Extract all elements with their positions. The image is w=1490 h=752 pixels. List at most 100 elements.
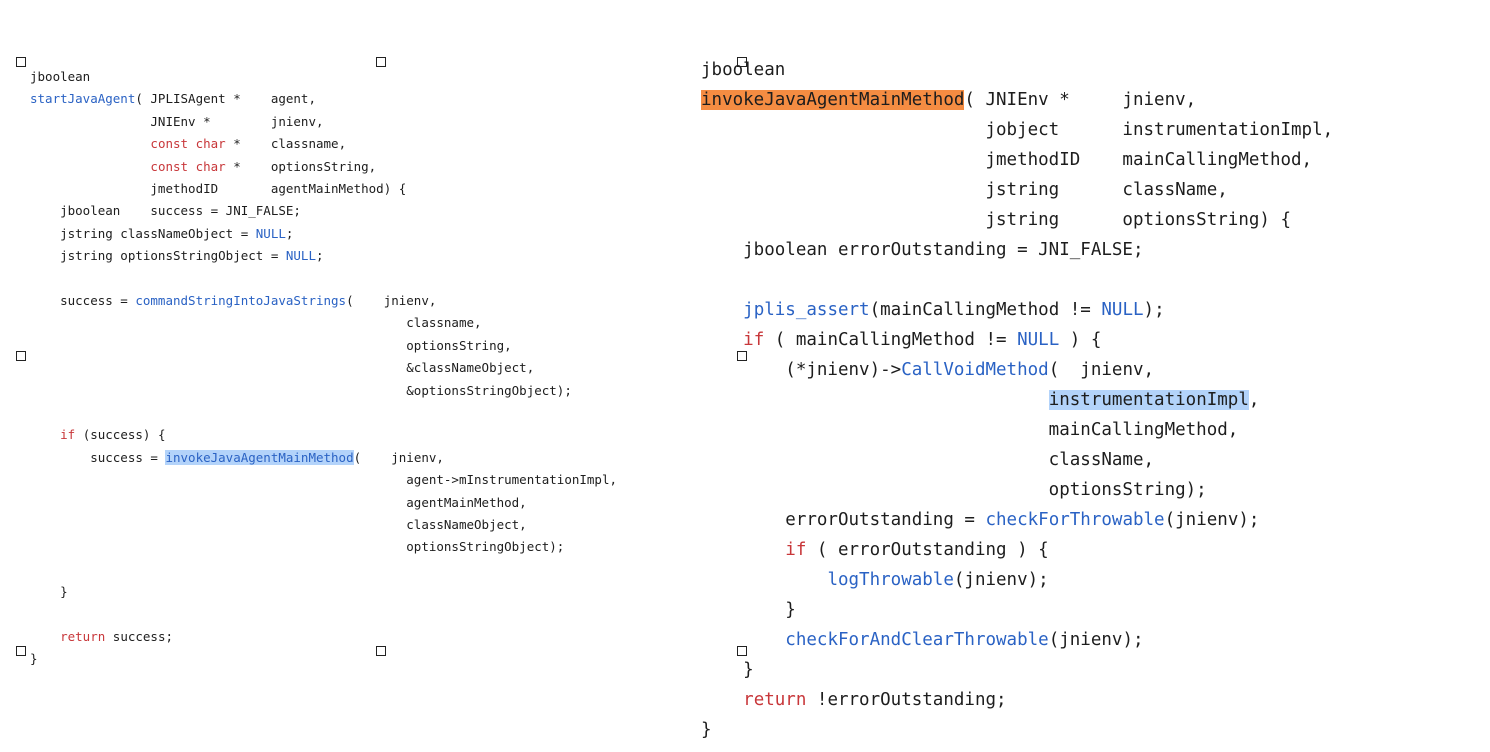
code-line: &classNameObject, [30,357,534,379]
code-token: NULL [1017,330,1060,350]
code-text: ; [285,225,294,241]
code-token: NULL [1101,300,1144,320]
code-token: const char [150,158,226,174]
code-line: } [30,648,38,670]
code-token: if [60,427,76,443]
code-line: JNIEnv * jnienv, [30,111,324,133]
code-text: jstring className, [701,180,1228,200]
code-line: errorOutstanding = checkForThrowable(jni… [701,505,1259,535]
selection-handle-top-left[interactable] [737,57,747,67]
code-text [701,330,743,350]
code-text: } [701,600,796,620]
code-line: jboolean [701,55,785,85]
code-text: mainCallingMethod, [701,420,1239,440]
code-text: optionsStringObject); [30,539,565,555]
code-text: ( JPLISAgent * agent, [135,91,316,107]
code-text: JNIEnv * jnienv, [30,113,324,129]
code-text: ( jnienv, [346,293,437,308]
code-line: if ( errorOutstanding ) { [701,535,1049,565]
code-text: &classNameObject, [30,360,535,376]
code-text [30,427,60,442]
code-text: jboolean [30,69,91,84]
code-token: instrumentationImpl [1048,390,1249,410]
code-text: (success) { [75,427,166,443]
code-token: invokeJavaAgentMainMethod [701,90,965,110]
code-line: agent->mInstrumentationImpl, [30,469,617,491]
code-line: const char * classname, [30,133,346,155]
code-line: (*jnienv)->CallVoidMethod( jnienv, [701,355,1154,385]
code-text: ); [1143,300,1165,320]
code-text: ( errorOutstanding ) { [806,540,1049,560]
code-text: success = [30,293,136,308]
code-line: checkForAndClearThrowable(jnienv); [701,625,1144,655]
selection-handle-top-right[interactable] [376,57,386,67]
code-token: logThrowable [827,570,954,590]
code-line: jstring classNameObject = NULL; [30,223,293,245]
code-text: success; [105,629,173,644]
code-text: jboolean [701,60,786,80]
code-line: &optionsStringObject); [30,380,572,402]
code-text: jmethodID agentMainMethod) { [30,181,407,196]
code-text: ( jnienv, [1048,360,1155,380]
code-text: agentMainMethod, [30,494,527,510]
selection-handle-middle-left[interactable] [16,351,26,361]
code-text: } [701,660,754,680]
code-line: } [701,655,754,685]
code-token: NULL [255,225,286,241]
code-text: optionsString, [30,337,512,353]
code-text: ( jnienv, [353,449,444,465]
code-text: optionsString); [701,480,1207,500]
code-line: success = commandStringIntoJavaStrings( … [30,290,436,312]
code-line: jboolean errorOutstanding = JNI_FALSE; [701,235,1143,265]
code-text: classname, [30,315,482,331]
code-line: className, [701,445,1154,475]
code-line: if (success) { [30,424,165,446]
code-text: jobject instrumentationImpl, [701,120,1334,140]
code-text: ( mainCallingMethod != [764,330,1018,350]
code-text: (*jnienv)-> [701,360,902,380]
code-text: className, [701,450,1155,470]
code-text: } [30,651,38,667]
code-text: * optionsString, [225,158,377,174]
code-line: optionsString); [701,475,1207,505]
code-text: classNameObject, [30,517,527,532]
code-text: &optionsStringObject); [30,382,572,398]
code-line: jmethodID mainCallingMethod, [701,145,1312,175]
selection-handle-bottom-left[interactable] [16,646,26,656]
code-text: (jnienv); [1048,630,1144,650]
code-line: return !errorOutstanding; [701,685,1006,715]
selection-handle-middle-left[interactable] [737,351,747,361]
code-text [701,540,785,560]
code-token: if [743,330,765,350]
code-token: startJavaAgent [30,91,136,107]
code-text: ; [315,248,324,264]
code-text [30,159,150,174]
code-line: jmethodID agentMainMethod) { [30,178,406,200]
code-token: jplis_assert [743,300,870,320]
code-line: startJavaAgent( JPLISAgent * agent, [30,88,316,110]
code-line: optionsStringObject); [30,536,564,558]
selection-handle-bottom-right[interactable] [376,646,386,656]
code-line: jstring optionsString) { [701,205,1291,235]
code-text: jstring optionsString) { [701,210,1292,230]
code-text: } [30,584,68,600]
code-text: , [1248,390,1260,410]
code-text: (jnienv); [1164,510,1260,530]
code-text: jmethodID mainCallingMethod, [701,150,1313,170]
code-token: const char [150,136,226,152]
code-text: } [701,720,712,740]
selection-handle-top-left[interactable] [16,57,26,67]
code-text: jboolean success = JNI_FALSE; [30,203,301,219]
code-line: optionsString, [30,335,512,357]
right-code-panel: jboolean invokeJavaAgentMainMethod( JNIEn… [700,0,1490,752]
code-text: agent->mInstrumentationImpl, [30,472,617,488]
code-text: ( JNIEnv * jnienv, [964,90,1197,110]
code-token: if [785,540,807,560]
code-line: invokeJavaAgentMainMethod( JNIEnv * jnie… [701,85,1196,115]
selection-handle-bottom-left[interactable] [737,646,747,656]
code-line: jobject instrumentationImpl, [701,115,1333,145]
code-text: ) { [1059,330,1102,350]
code-line: return success; [30,626,173,648]
code-line: instrumentationImpl, [701,385,1259,415]
code-token: NULL [285,248,316,264]
